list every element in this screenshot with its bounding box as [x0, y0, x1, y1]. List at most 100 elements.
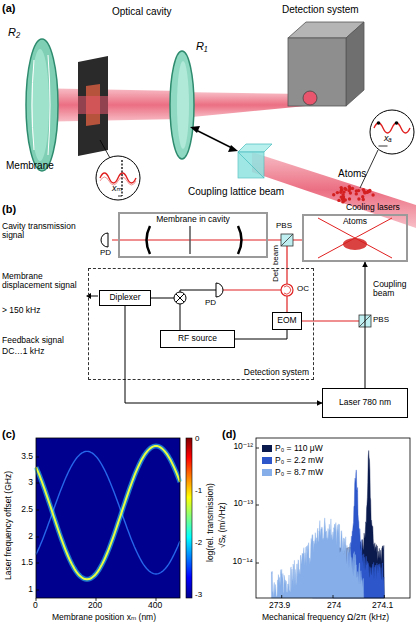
mixer-symbol — [176, 294, 184, 302]
atom-dot — [344, 198, 347, 201]
mixer-symbol — [174, 292, 186, 304]
legend-swatch — [262, 469, 272, 476]
atom-dot — [357, 189, 360, 192]
mirror-label: R₁ — [196, 40, 207, 52]
mirror-r1 — [170, 51, 194, 159]
light-path — [286, 246, 287, 284]
pbs-symbol — [281, 234, 293, 246]
cavity-symbol — [238, 226, 242, 254]
axis-title: log(rel. transmission) — [206, 483, 215, 562]
atom-inset — [379, 146, 388, 147]
rf-wires — [150, 298, 174, 299]
tick-label: 0 — [195, 435, 199, 444]
tick-label: 1 — [28, 585, 33, 594]
legend-text: P₀ = 8.7 mW — [275, 467, 323, 477]
mirror-r2 — [32, 60, 34, 150]
spectrum-trace — [271, 451, 384, 599]
double-arrow — [190, 126, 200, 133]
membrane-inset — [96, 156, 140, 200]
axis-title: Membrane position xₘ (nm) — [52, 613, 156, 622]
photodiode-symbol — [101, 233, 108, 247]
axis-title: Laser frequency offset (GHz) — [4, 471, 13, 580]
signal-name: Feedback signal — [2, 336, 64, 345]
part-name: Cooling lasers — [346, 203, 400, 212]
rf-wires — [90, 296, 98, 297]
mode-curve — [36, 446, 180, 579]
circulator-symbol — [284, 286, 291, 294]
tick-label: -3 — [195, 591, 202, 600]
node-label: RF source — [178, 334, 217, 343]
mirror-r2 — [48, 55, 50, 155]
circulator-symbol — [281, 284, 293, 296]
cavity-beam — [182, 92, 306, 118]
mirror-r2 — [26, 39, 58, 171]
rf-wires — [180, 290, 216, 292]
tick-label: 1.5 — [21, 558, 33, 567]
atom-inset — [360, 110, 414, 188]
double-arrow — [190, 126, 238, 152]
cavity-symbol — [147, 226, 151, 254]
part-name: Membrane — [6, 160, 54, 171]
legend-swatch — [262, 445, 272, 452]
part-name: PD — [205, 299, 216, 308]
spectrum-plot — [256, 438, 410, 598]
node-label: Membrane in cavity — [156, 215, 230, 224]
pbs-symbol — [281, 234, 293, 246]
atoms-box: Atoms — [302, 214, 408, 262]
atom-dot — [357, 197, 360, 200]
double-arrow — [228, 145, 238, 152]
legend-entry: P₀ = 8.7 mW — [262, 467, 323, 477]
beam-name: Det. beam — [272, 245, 281, 282]
detection-cube — [346, 22, 364, 106]
node-label: Detection system — [244, 368, 309, 377]
legend-text: P₀ = 110 μW — [275, 443, 323, 453]
tick-label: -2 — [195, 539, 202, 548]
signal-connector — [125, 306, 322, 403]
part-name: Detection system — [282, 4, 359, 15]
cavity-symbol — [189, 226, 191, 254]
panel-label: (c) — [2, 428, 15, 440]
axis-tick — [256, 448, 384, 598]
axis-tick — [36, 457, 156, 601]
beam-name: Coupling beam — [373, 280, 413, 299]
tick-label: 10⁻¹⁴ — [233, 557, 253, 566]
axis-tick — [36, 483, 39, 484]
axis-tick — [256, 505, 259, 506]
atom-dot — [332, 193, 335, 196]
axis-title: √Sₓ (m/√Hz) — [218, 502, 227, 548]
detection-cube — [303, 91, 317, 105]
axis-tick — [333, 595, 334, 598]
atom-dot — [336, 191, 339, 194]
atom-dot — [362, 198, 365, 201]
signal-name: DC…1 kHz — [2, 347, 45, 356]
panel-label: (b) — [2, 203, 16, 215]
coupling-lattice-beam — [238, 144, 272, 152]
legend-entry: P₀ = 2.2 mW — [262, 455, 323, 465]
pbs-symbol — [359, 315, 371, 327]
tick-label: 400 — [148, 601, 162, 610]
node-label: Atoms — [343, 217, 367, 226]
axis-tick — [36, 590, 39, 591]
signal-name: Membrane displacement signal — [2, 272, 86, 291]
part-name: Coupling lattice beam — [188, 186, 284, 197]
membrane-inset — [100, 140, 110, 158]
heatmap-plot — [36, 438, 180, 598]
dimension-label: xₐ — [384, 134, 392, 144]
signal-connector — [235, 330, 287, 339]
detection-cube — [288, 22, 364, 106]
tick-label: 3 — [28, 478, 33, 487]
light-path — [222, 289, 281, 290]
dimension-label: xₘ — [112, 184, 122, 194]
heatmap-plot — [36, 438, 192, 601]
coupling-lattice-beam — [238, 152, 264, 178]
atom-cloud-symbol — [343, 238, 367, 250]
membrane-inset — [96, 140, 140, 200]
legend-text: P₀ = 2.2 mW — [275, 455, 323, 465]
light-path — [112, 239, 302, 240]
part-name: Atoms — [338, 168, 366, 179]
node-label: EOM — [277, 316, 296, 325]
rf-source-box: RF source — [160, 330, 235, 348]
panel-label: (a) — [2, 2, 15, 14]
atom-inset — [395, 121, 399, 125]
